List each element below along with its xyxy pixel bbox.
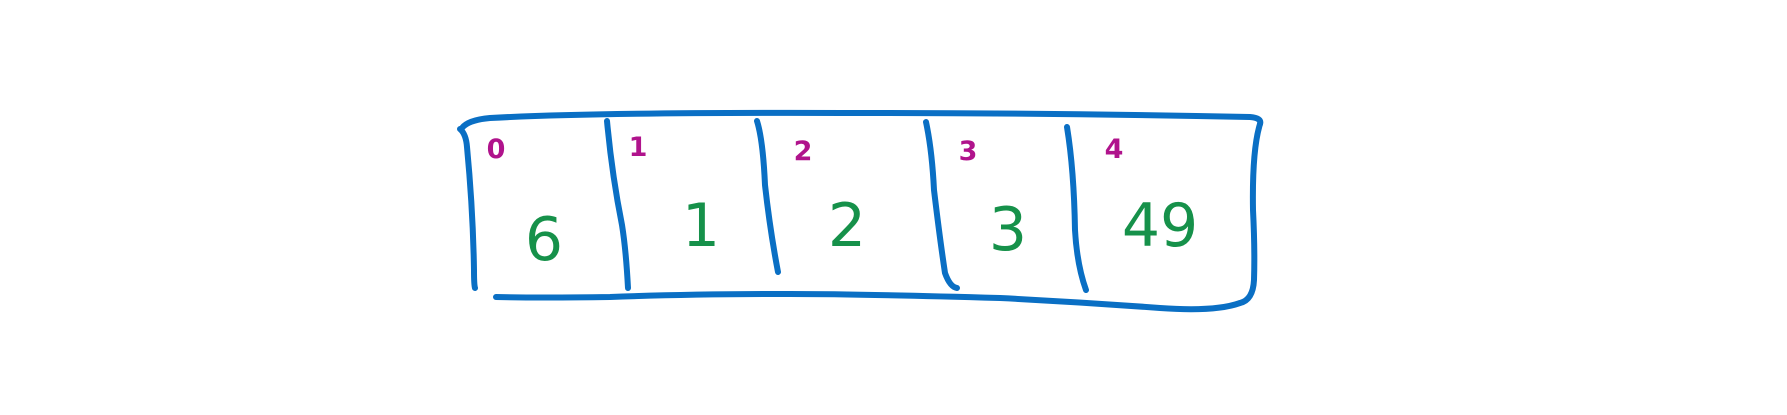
cell-value-1: 1 [682, 191, 720, 261]
cell-value-3: 3 [989, 195, 1027, 265]
array-right-edge [1237, 121, 1263, 306]
array-bottom-edge [493, 291, 1243, 313]
array-divider-2 [754, 118, 781, 275]
index-labels: 0 1 2 3 4 [487, 132, 1124, 167]
array-left-edge [457, 126, 478, 291]
cell-value-0: 6 [525, 205, 563, 275]
array-divider-3 [923, 119, 960, 291]
index-label-3: 3 [959, 136, 978, 167]
index-label-0: 0 [487, 134, 506, 165]
array-divider-1 [604, 118, 631, 291]
array-outline [457, 109, 1264, 313]
array-divider-4 [1064, 124, 1089, 293]
cell-value-4: 49 [1122, 191, 1198, 261]
index-label-1: 1 [629, 132, 648, 163]
index-label-4: 4 [1105, 134, 1124, 165]
value-labels: 6 1 2 3 49 [525, 191, 1198, 275]
array-top-edge [459, 109, 1264, 131]
cell-value-2: 2 [828, 191, 866, 261]
index-label-2: 2 [794, 136, 813, 167]
